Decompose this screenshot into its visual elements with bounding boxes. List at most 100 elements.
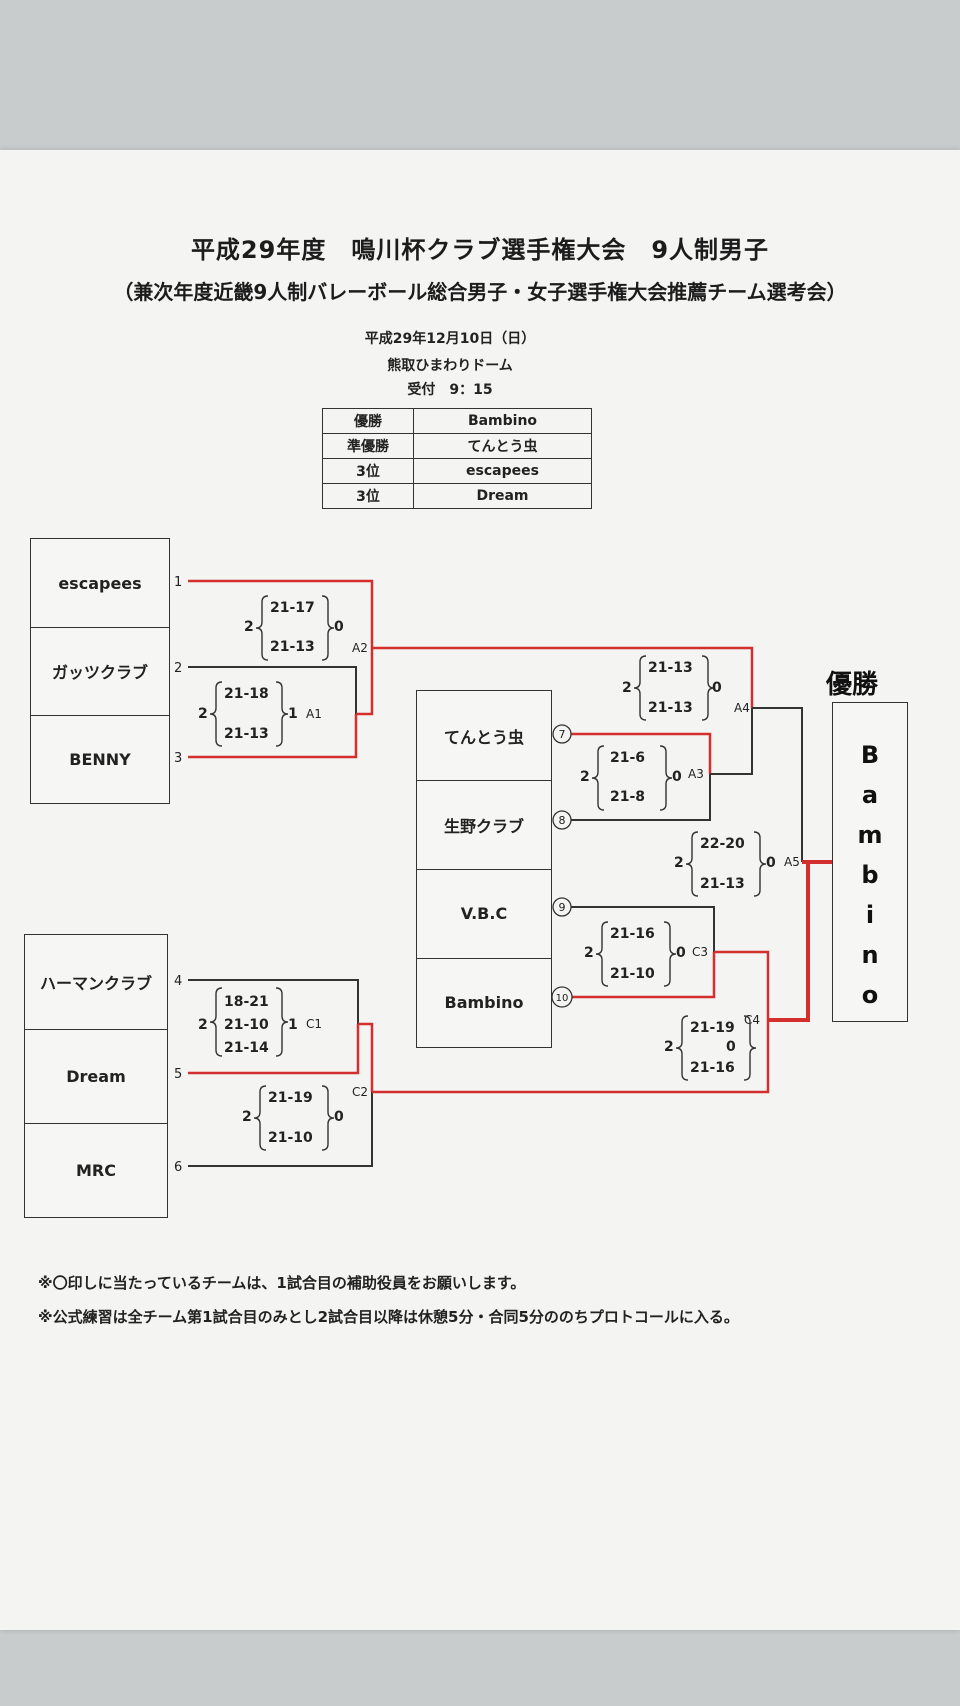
line-team1 <box>188 579 374 648</box>
line-team3 <box>188 714 358 759</box>
seed-number-circled: 10 <box>556 993 569 1004</box>
champion-letter: n <box>861 941 879 969</box>
set-score: 21-13 <box>270 639 315 655</box>
match-win-count: 2 <box>664 1039 674 1055</box>
match-win-count: 2 <box>242 1109 252 1125</box>
champion-letter: i <box>865 901 875 929</box>
match-code: A2 <box>352 641 368 655</box>
note-line-2: ※公式練習は全チーム第1試合目のみとし2試合目以降は休憩5分・合同5分ののちプロ… <box>38 1308 739 1326</box>
match-win-count: 2 <box>674 855 684 871</box>
seed-number-circled: 7 <box>559 728 566 741</box>
match-code: A1 <box>306 707 322 721</box>
set-score: 21-10 <box>268 1130 313 1146</box>
seed-number: 4 <box>174 974 182 989</box>
match-win-count: 2 <box>580 769 590 785</box>
line-team10 <box>566 952 716 999</box>
set-score: 21-13 <box>700 876 745 892</box>
set-score: 22-20 <box>700 836 745 852</box>
event-venue: 熊取ひまわりドーム <box>387 358 513 374</box>
match-code: C1 <box>306 1017 322 1031</box>
champion-box: B a m b i n o <box>832 702 908 1022</box>
match-lose-count: 0 <box>334 619 344 635</box>
set-score: 21-13 <box>224 726 269 742</box>
champion-letter: m <box>857 821 883 849</box>
line-a2-winner <box>372 646 754 708</box>
set-score: 21-6 <box>610 750 645 766</box>
match-win-count: 2 <box>622 680 632 696</box>
match-code: C4 <box>744 1013 760 1027</box>
match-win-count: 2 <box>584 945 594 961</box>
match-lose-count: 0 <box>676 945 686 961</box>
result-team: Dream <box>413 483 592 509</box>
champion-letter: a <box>861 781 879 809</box>
line-a1-winner <box>356 648 374 716</box>
match-code: C2 <box>352 1085 368 1099</box>
line-team6 <box>188 1092 373 1167</box>
line-team7 <box>566 732 712 774</box>
set-score: 21-18 <box>224 686 269 702</box>
team-cell: BENNY <box>69 749 131 769</box>
set-score: 21-16 <box>610 926 655 942</box>
match-win-count: 2 <box>198 706 208 722</box>
set-score: 21-14 <box>224 1040 269 1056</box>
set-score: 21-16 <box>690 1060 735 1076</box>
line-team8 <box>566 774 711 821</box>
line-team5 <box>188 1024 360 1075</box>
seed-number: 5 <box>174 1067 182 1082</box>
champion-heading: 優勝 <box>826 670 879 700</box>
line-team2 <box>188 666 357 714</box>
page-subtitle: （兼次年度近畿9人制バレーボール総合男子・女子選手権大会推薦チーム選考会） <box>113 280 847 304</box>
seed-number-circled: 9 <box>559 901 566 914</box>
match-lose-count: 0 <box>766 855 776 871</box>
match-lose-count: 0 <box>334 1109 344 1125</box>
match-lose-count: 0 <box>712 680 722 696</box>
note-line-1: ※〇印しに当たっているチームは、1試合目の補助役員をお願いします。 <box>38 1274 526 1292</box>
set-score: 21-10 <box>224 1017 269 1033</box>
team-cell: MRC <box>76 1160 116 1180</box>
match-lose-count: 1 <box>288 1017 298 1033</box>
team-cell: V.B.C <box>417 869 551 959</box>
set-score: 21-8 <box>610 789 645 805</box>
team-cell: ハーマンクラブ <box>25 935 167 1030</box>
seed-number: 2 <box>174 661 182 676</box>
line-team4 <box>188 979 359 1024</box>
team-cell: escapees <box>31 539 169 628</box>
line-c1-winner <box>358 1022 374 1092</box>
match-lose-count: 1 <box>288 706 298 722</box>
set-score: 21-13 <box>648 660 693 676</box>
seed-number-circled: 8 <box>559 814 566 827</box>
result-team: てんとう虫 <box>413 433 592 459</box>
page-title: 平成29年度 鳴川杯クラブ選手権大会 9人制男子 <box>190 236 770 264</box>
team-column-center: てんとう虫 生野クラブ V.B.C Bambino <box>416 690 552 1048</box>
seed-number: 6 <box>174 1160 182 1175</box>
match-code: A4 <box>734 701 750 715</box>
match-lose-count: 0 <box>726 1039 736 1055</box>
champion-letter: B <box>860 741 880 769</box>
match-lose-count: 0 <box>672 769 682 785</box>
match-win-count: 2 <box>198 1017 208 1033</box>
event-date: 平成29年12月10日（日） <box>364 331 536 347</box>
match-code: C3 <box>692 945 708 959</box>
set-score: 18-21 <box>224 994 269 1010</box>
team-cell: てんとう虫 <box>417 691 551 781</box>
line-c4-out <box>768 862 810 1022</box>
line-team9 <box>566 906 715 952</box>
champion-letter: o <box>861 981 879 1009</box>
reception-time: 受付 9：15 <box>407 382 493 398</box>
line-a4-out <box>752 707 803 862</box>
team-cell: Dream <box>25 1029 167 1124</box>
set-score: 21-13 <box>648 700 693 716</box>
result-team: Bambino <box>413 408 592 434</box>
team-cell: ガッツクラブ <box>31 627 169 716</box>
result-row: 準優勝てんとう虫 <box>322 433 592 459</box>
result-rank: 準優勝 <box>322 433 414 459</box>
set-score: 21-10 <box>610 966 655 982</box>
set-score: 21-19 <box>268 1090 313 1106</box>
line-c3-winner <box>714 950 770 1020</box>
champion-letter: b <box>861 861 879 889</box>
team-cell: Bambino <box>444 993 524 1012</box>
